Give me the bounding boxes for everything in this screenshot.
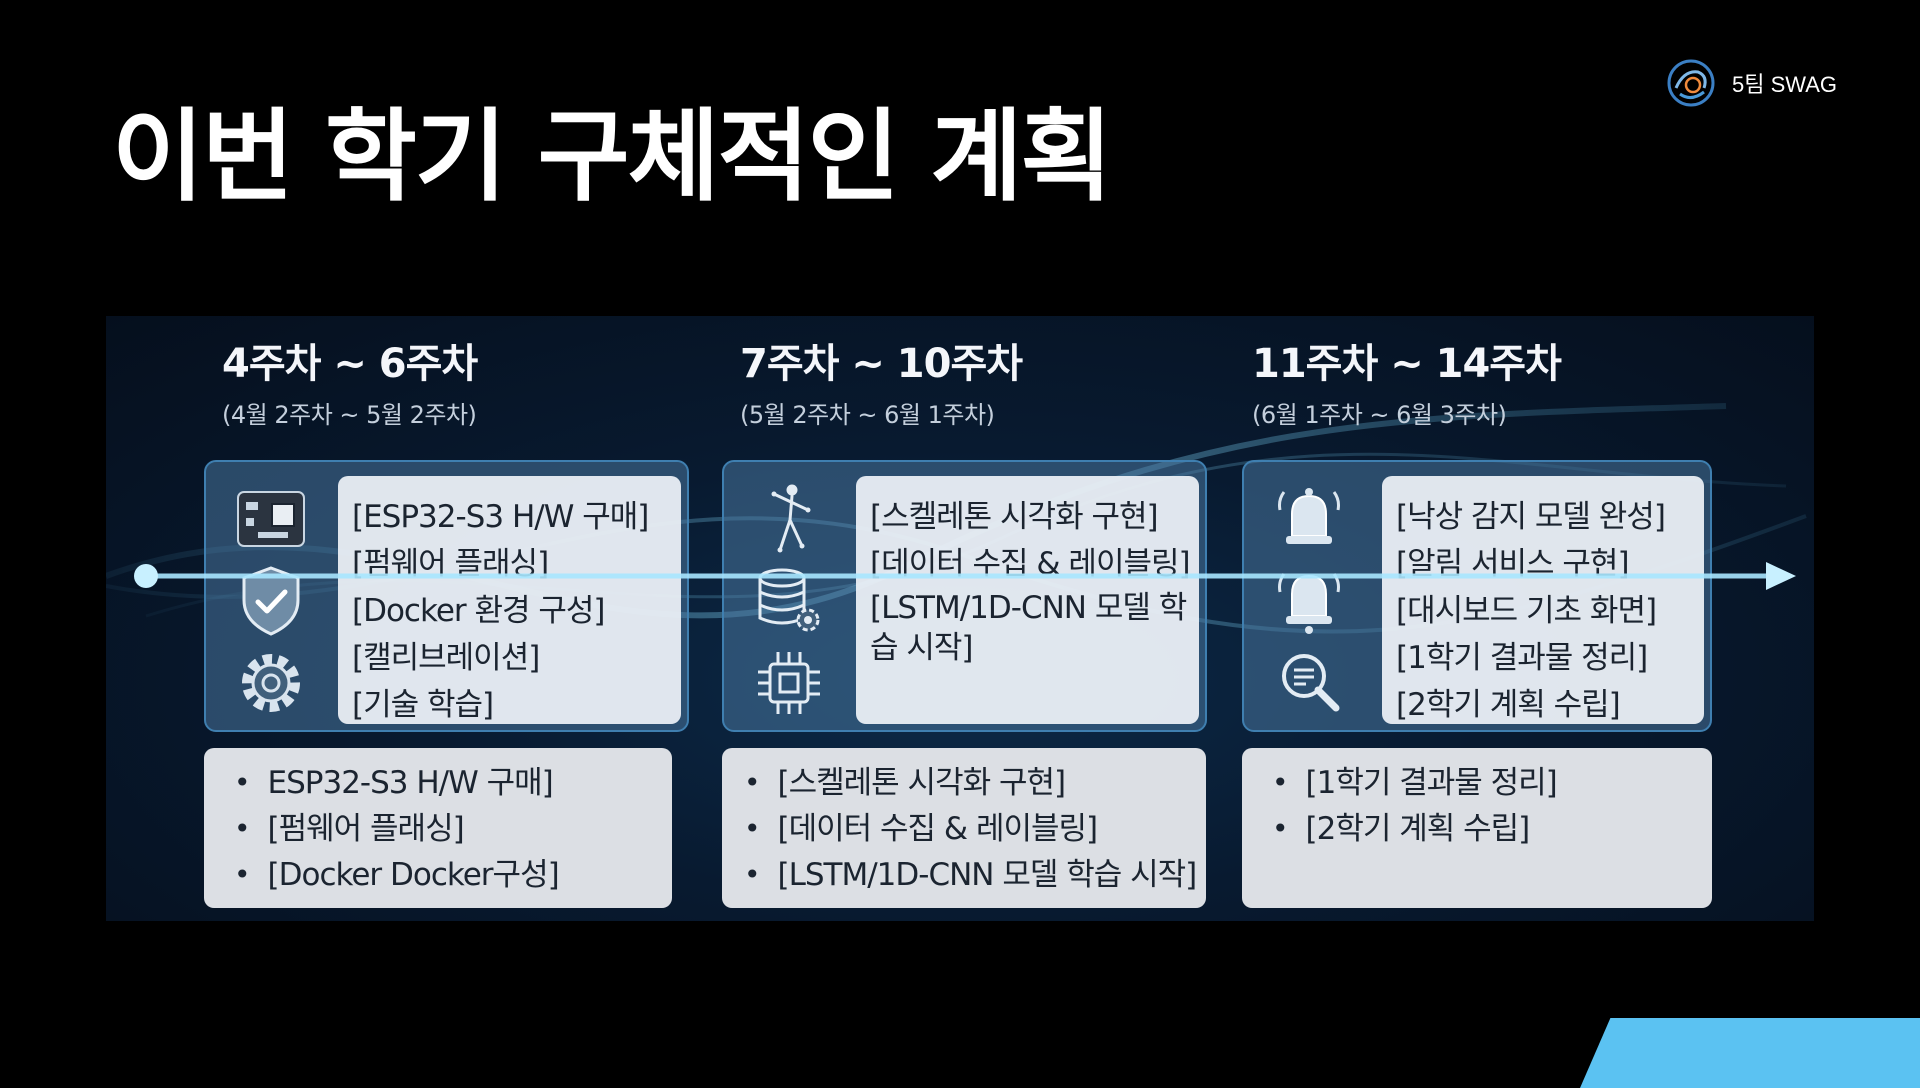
task-item: [LSTM/1D-CNN 모델 학습 시작]: [870, 590, 1187, 666]
summary-item: [Docker Docker구성]: [234, 852, 672, 898]
database-gear-icon: [758, 568, 820, 632]
task-item: [ESP32-S3 H/W 구매]: [352, 499, 649, 535]
phase-3-card: [낙상 감지 모델 완성] [알림 서비스 구현] [대시보드 기초 화면] […: [1242, 460, 1712, 732]
summary-item: [1학기 결과물 정리]: [1272, 760, 1712, 806]
search-report-icon: [1282, 654, 1340, 712]
task-list: [낙상 감지 모델 완성] [알림 서비스 구현] [대시보드 기초 화면] […: [1382, 476, 1704, 724]
alarm-bell-icon: [1278, 573, 1340, 634]
task-item: [기술 학습]: [352, 687, 494, 723]
task-item: [스켈레톤 시각화 구현]: [870, 499, 1159, 535]
alarm-bell-icon: [1278, 488, 1340, 544]
summary-item: ESP32-S3 H/W 구매]: [234, 760, 672, 806]
task-item: [1학기 결과물 정리]: [1396, 640, 1648, 676]
phase-icons: [724, 462, 856, 730]
phase-weeks: 7주차 ~ 10주차: [740, 341, 1023, 387]
phase-3-summary: [1학기 결과물 정리] [2학기 계획 수립]: [1242, 748, 1712, 908]
skeleton-figure-icon: [771, 484, 811, 553]
timeline-panel: 4주차 ~ 6주차 (4월 2주차 ~ 5월 2주차) [ESP32-S3: [106, 316, 1814, 921]
phase-weeks: 4주차 ~ 6주차: [222, 341, 478, 387]
summary-item: [2학기 계획 수립]: [1272, 806, 1712, 852]
task-item: [낙상 감지 모델 완성]: [1396, 499, 1666, 535]
phase-2-card: [스켈레톤 시각화 구현] [데이터 수집 & 레이블링] [LSTM/1D-C…: [722, 460, 1207, 732]
task-item: [2학기 계획 수립]: [1396, 687, 1621, 723]
phase-2-summary: [스켈레톤 시각화 구현] [데이터 수집 & 레이블링] [LSTM/1D-C…: [722, 748, 1206, 908]
shield-check-icon: [242, 566, 300, 636]
team-logo-icon: [1667, 59, 1715, 107]
task-list: [ESP32-S3 H/W 구매] [펌웨어 플래싱] [Docker 환경 구…: [338, 476, 681, 724]
phase-weeks: 11주차 ~ 14주차: [1252, 341, 1562, 387]
phase-date-range: (4월 2주차 ~ 5월 2주차): [222, 401, 477, 429]
brand-name: 5팀 SWAG: [1732, 72, 1837, 97]
task-item: [Docker 환경 구성]: [352, 593, 606, 629]
phase-date-range: (6월 1주차 ~ 6월 3주차): [1252, 401, 1507, 429]
task-item: [대시보드 기초 화면]: [1396, 593, 1657, 629]
circuit-board-icon: [237, 491, 305, 547]
summary-item: [스켈레톤 시각화 구현]: [744, 760, 1206, 806]
task-item: [데이터 수집 & 레이블링]: [870, 546, 1191, 582]
phase-1-header: 4주차 ~ 6주차 (4월 2주차 ~ 5월 2주차): [222, 331, 478, 430]
phase-icons: [206, 462, 338, 730]
phase-1-summary: ESP32-S3 H/W 구매] [펌웨어 플래싱] [Docker Docke…: [204, 748, 672, 908]
phase-3-header: 11주차 ~ 14주차 (6월 1주차 ~ 6월 3주차): [1252, 331, 1562, 430]
page-title: 이번 학기 구체적인 계획: [112, 98, 1112, 215]
task-item: [알림 서비스 구현]: [1396, 546, 1630, 582]
chip-icon: [758, 652, 820, 714]
phase-1-card: [ESP32-S3 H/W 구매] [펌웨어 플래싱] [Docker 환경 구…: [204, 460, 689, 732]
phase-icons: [1244, 462, 1382, 730]
summary-item: [LSTM/1D-CNN 모델 학습 시작]: [744, 852, 1206, 898]
summary-item: [펌웨어 플래싱]: [234, 806, 672, 852]
corner-accent: [1580, 1018, 1920, 1088]
brand: 5팀 SWAG: [1666, 58, 1837, 108]
phase-2-header: 7주차 ~ 10주차 (5월 2주차 ~ 6월 1주차): [740, 331, 1023, 430]
phase-date-range: (5월 2주차 ~ 6월 1주차): [740, 401, 995, 429]
task-item: [캘리브레이션]: [352, 640, 540, 676]
summary-item: [데이터 수집 & 레이블링]: [744, 806, 1206, 852]
gear-icon: [242, 654, 300, 712]
task-item: [펌웨어 플래싱]: [352, 546, 549, 582]
task-list: [스켈레톤 시각화 구현] [데이터 수집 & 레이블링] [LSTM/1D-C…: [856, 476, 1199, 724]
